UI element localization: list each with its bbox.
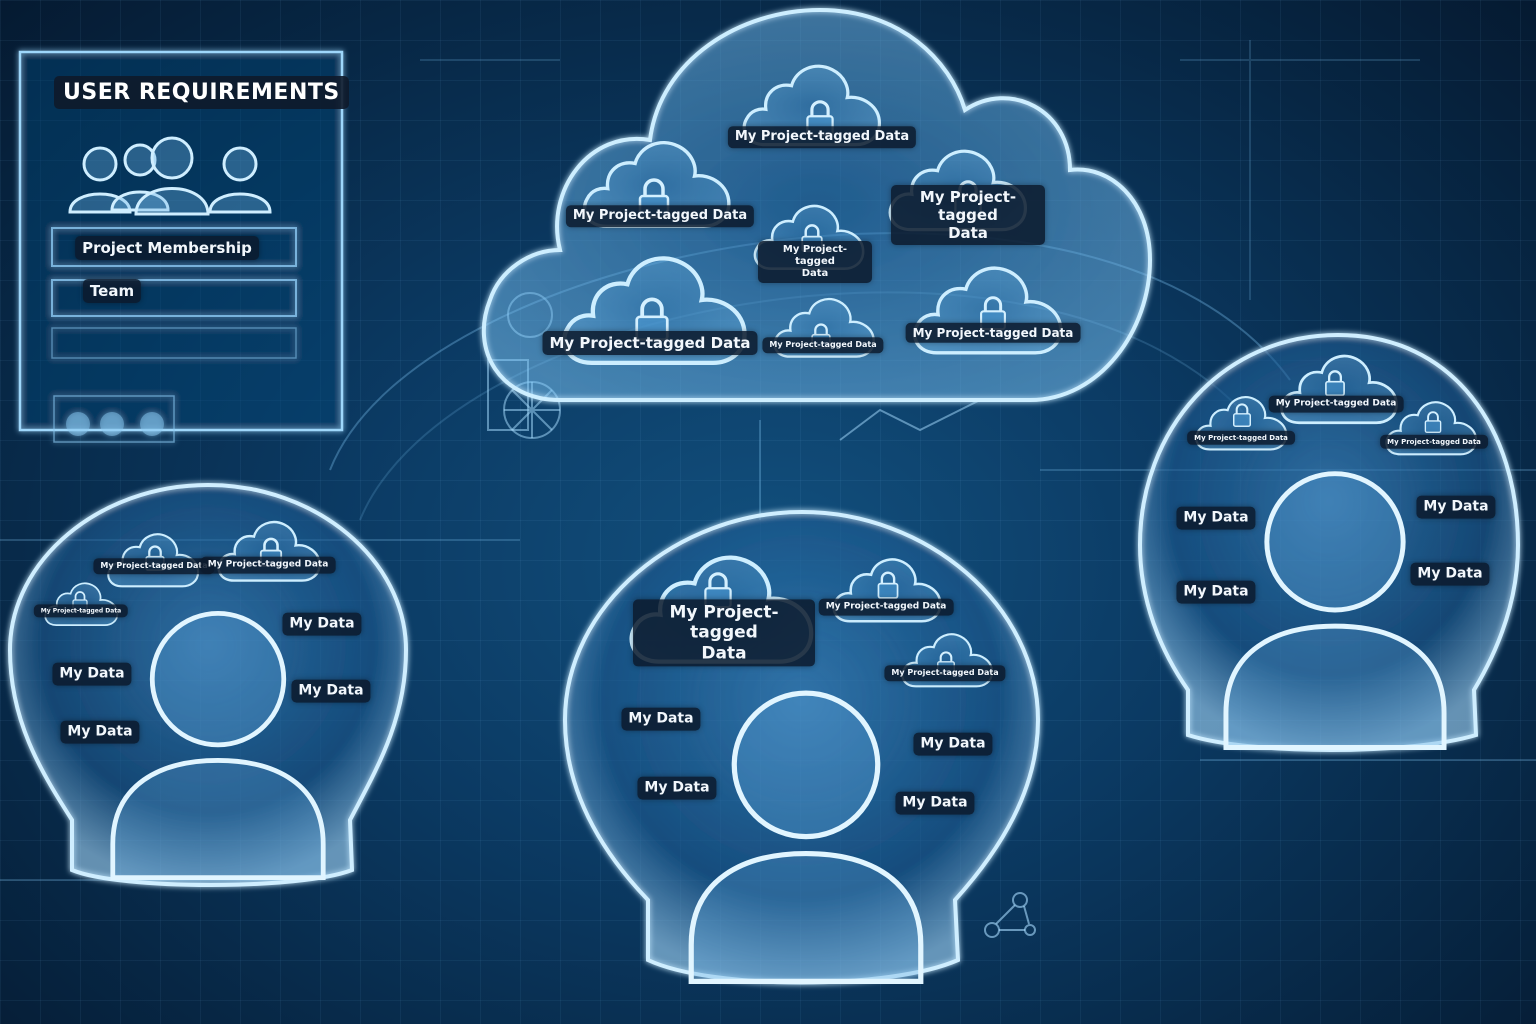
my-data-label: My Data <box>52 662 132 686</box>
sphere-cloud-label: My Project-tagged Data <box>33 604 129 618</box>
cloud-data-label: My Project-tagged Data <box>762 337 884 353</box>
label-line: My Project-tagged <box>919 188 1017 224</box>
requirement-project-membership[interactable]: Project Membership <box>75 236 259 260</box>
my-data-label: My Data <box>913 732 993 756</box>
label-line: Data <box>948 224 988 242</box>
sphere-cloud-label: My Project-tagged Data <box>818 598 954 616</box>
cloud-data-label: My Project-tagged Data <box>565 205 755 227</box>
my-data-label: My Data <box>1410 562 1490 586</box>
cloud-data-label: My Project-tagged Data <box>891 185 1045 245</box>
sphere-cloud-label: My Project-tagged Data <box>633 599 815 667</box>
my-data-label: My Data <box>60 720 140 744</box>
label-line: My Project-tagged <box>782 244 848 267</box>
sphere-cloud-label: My Project-tagged Data <box>1380 434 1488 450</box>
sphere-cloud-label: My Project-tagged Data <box>200 556 336 574</box>
label-line: Data <box>801 268 829 279</box>
requirement-team[interactable]: Team <box>82 279 142 303</box>
cloud-data-label: My Project-tagged Data <box>542 331 758 355</box>
network-icon <box>984 892 1036 938</box>
page-title: USER REQUIREMENTS <box>54 76 349 109</box>
sphere-cloud-label: My Project-tagged Data <box>884 665 1006 681</box>
my-data-label: My Data <box>291 679 371 703</box>
cloud-data-label: My Project-tagged Data <box>905 322 1081 344</box>
sphere-cloud-label: My Project-tagged Data <box>1187 430 1295 446</box>
my-data-label: My Data <box>282 612 362 636</box>
my-data-label: My Data <box>621 707 701 731</box>
my-data-label: My Data <box>1176 580 1256 604</box>
label-line: Data <box>701 643 747 664</box>
label-line: My Project-tagged <box>669 602 779 643</box>
sphere-cloud-label: My Project-tagged Data <box>93 558 215 574</box>
my-data-label: My Data <box>637 776 717 800</box>
users-group-icon <box>68 136 272 216</box>
cloud-data-label: My Project-tagged Data <box>727 126 917 148</box>
my-data-label: My Data <box>895 791 975 815</box>
sphere-cloud-label: My Project-tagged Data <box>1268 395 1404 413</box>
cloud-data-label: My Project-tagged Data <box>758 241 872 283</box>
my-data-label: My Data <box>1176 506 1256 530</box>
my-data-label: My Data <box>1416 495 1496 519</box>
